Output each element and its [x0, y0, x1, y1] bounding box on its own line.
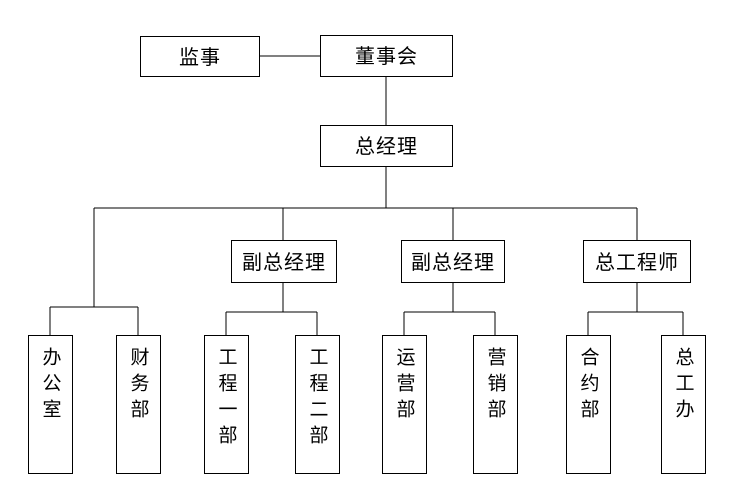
node-finance-dept-label: 财务部: [127, 347, 150, 425]
node-deputy-gm-1-label: 副总经理: [242, 249, 326, 274]
node-engineering-dept-1-label: 工程一部: [215, 347, 238, 451]
node-engineering-dept-2[interactable]: 工程二部: [295, 335, 340, 474]
node-deputy-gm-2-label: 副总经理: [411, 249, 495, 274]
node-chief-engineer[interactable]: 总工程师: [583, 240, 691, 283]
node-contract-dept-label: 合约部: [577, 347, 600, 425]
node-marketing-dept[interactable]: 营销部: [473, 335, 518, 474]
node-deputy-gm-2[interactable]: 副总经理: [401, 240, 505, 283]
node-deputy-gm-1[interactable]: 副总经理: [231, 240, 337, 283]
node-finance-dept[interactable]: 财务部: [116, 335, 161, 474]
node-chief-engineer-label: 总工程师: [595, 249, 679, 274]
node-general-manager-label: 总经理: [355, 134, 418, 158]
node-office-label: 办公室: [39, 347, 62, 425]
node-chief-engineer-office-label: 总工办: [672, 347, 695, 425]
node-office[interactable]: 办公室: [28, 335, 73, 474]
node-supervisor-label: 监事: [179, 44, 221, 69]
node-operations-dept[interactable]: 运营部: [382, 335, 427, 474]
node-contract-dept[interactable]: 合约部: [566, 335, 611, 474]
node-general-manager[interactable]: 总经理: [320, 125, 453, 167]
node-marketing-dept-label: 营销部: [484, 347, 507, 425]
node-board-label: 董事会: [355, 44, 418, 68]
node-chief-engineer-office[interactable]: 总工办: [661, 335, 706, 474]
node-engineering-dept-2-label: 工程二部: [306, 347, 329, 451]
node-supervisor[interactable]: 监事: [140, 36, 260, 77]
node-engineering-dept-1[interactable]: 工程一部: [204, 335, 249, 474]
node-operations-dept-label: 运营部: [393, 347, 416, 425]
node-board[interactable]: 董事会: [320, 35, 453, 77]
